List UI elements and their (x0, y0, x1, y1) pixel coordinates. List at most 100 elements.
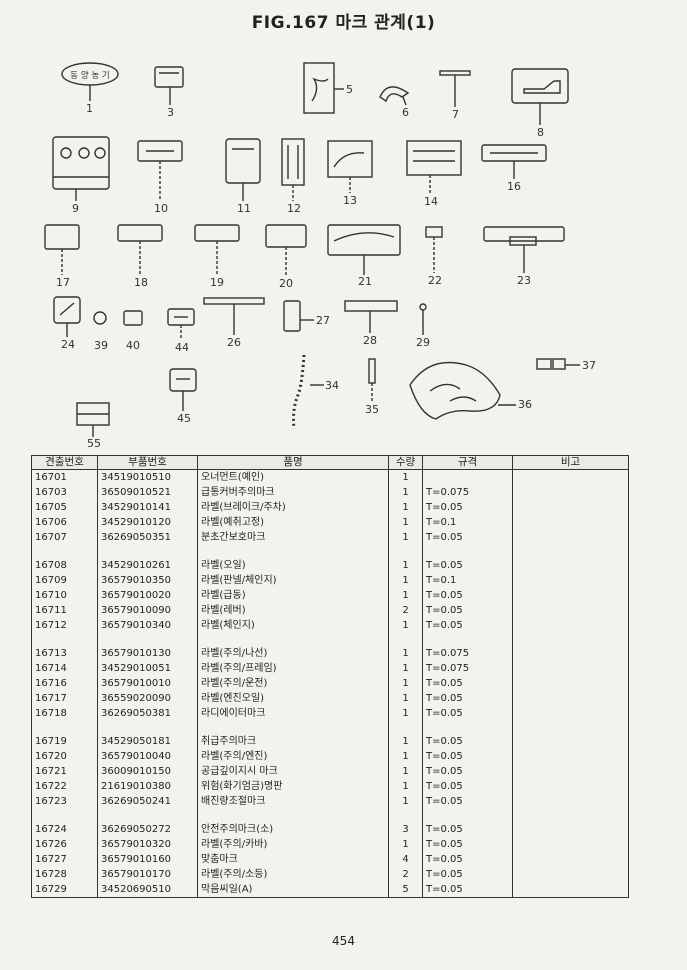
spacer-cell (512, 545, 629, 558)
cell-name: 취급주의마크 (197, 734, 389, 749)
cell-qty: 1 (388, 794, 423, 809)
cell-name: 위험(화기엄금)명판 (197, 779, 389, 794)
cell-part-no: 36579010170 (97, 867, 198, 882)
cell-ref-no: 16714 (31, 661, 98, 676)
cell-remarks (512, 500, 629, 515)
spacer-cell (422, 633, 513, 646)
cell-part-no: 36509010521 (97, 485, 198, 500)
spacer-cell (422, 545, 513, 558)
cell-name: 라벨(급동) (197, 588, 389, 603)
cell-qty: 1 (388, 779, 423, 794)
header-spec: 규격 (422, 455, 513, 470)
cell-qty: 1 (388, 764, 423, 779)
callout-19: 19 (210, 276, 224, 289)
cell-spec: T=0.05 (422, 558, 513, 573)
cell-ref-no: 16717 (31, 691, 98, 706)
cell-spec: T=0.1 (422, 573, 513, 588)
cell-name: 맞춤마크 (197, 852, 389, 867)
cell-part-no: 36579010340 (97, 618, 198, 633)
cell-name: 라벨(레버) (197, 603, 389, 618)
cell-spec: T=0.05 (422, 603, 513, 618)
group-spacer-row (31, 545, 629, 558)
cell-qty: 1 (388, 734, 423, 749)
cell-ref-no: 16724 (31, 822, 98, 837)
spacer-cell (197, 633, 389, 646)
cell-spec: T=0.05 (422, 764, 513, 779)
spacer-cell (197, 545, 389, 558)
cell-remarks (512, 573, 629, 588)
spacer-cell (422, 809, 513, 822)
cell-qty: 1 (388, 661, 423, 676)
cell-spec: T=0.05 (422, 822, 513, 837)
cell-spec: T=0.05 (422, 867, 513, 882)
cell-ref-no: 16713 (31, 646, 98, 661)
cell-qty: 5 (388, 882, 423, 898)
cell-remarks (512, 646, 629, 661)
cell-remarks (512, 588, 629, 603)
cell-part-no: 36269050351 (97, 530, 198, 545)
cell-remarks (512, 734, 629, 749)
cell-qty: 1 (388, 676, 423, 691)
callout-13: 13 (343, 194, 357, 207)
callout-8: 8 (537, 126, 544, 139)
cell-ref-no: 16723 (31, 794, 98, 809)
spacer-cell (31, 633, 98, 646)
cell-name: 라벨(주의/나선) (197, 646, 389, 661)
cell-name: 라벨(주의/소등) (197, 867, 389, 882)
cell-qty: 1 (388, 618, 423, 633)
callout-36: 36 (518, 398, 532, 411)
cell-ref-no: 16712 (31, 618, 98, 633)
cell-remarks (512, 706, 629, 721)
cell-spec: T=0.05 (422, 618, 513, 633)
cell-qty: 1 (388, 706, 423, 721)
spacer-cell (97, 721, 198, 734)
cell-ref-no: 16708 (31, 558, 98, 573)
callout-10: 10 (154, 202, 168, 215)
cell-name: 라벨(판넬/체인지) (197, 573, 389, 588)
cell-qty: 3 (388, 822, 423, 837)
spacer-cell (512, 633, 629, 646)
cell-part-no: 36269050241 (97, 794, 198, 809)
cell-ref-no: 16711 (31, 603, 98, 618)
cell-spec: T=0.075 (422, 485, 513, 500)
spacer-cell (97, 545, 198, 558)
cell-part-no: 36269050272 (97, 822, 198, 837)
cell-remarks (512, 822, 629, 837)
spacer-cell (97, 633, 198, 646)
cell-part-no: 34529050181 (97, 734, 198, 749)
cell-part-no: 34520690510 (97, 882, 198, 898)
callout-9: 9 (72, 202, 79, 215)
cell-part-no: 36579010020 (97, 588, 198, 603)
cell-part-no: 36579010320 (97, 837, 198, 852)
spacer-cell (388, 721, 423, 734)
cell-spec: T=0.05 (422, 676, 513, 691)
callout-17: 17 (56, 276, 70, 289)
callout-6: 6 (402, 106, 409, 119)
cell-ref-no: 16709 (31, 573, 98, 588)
cell-name: 라벨(주의/프레임) (197, 661, 389, 676)
part1-label: 동 양 농 기 (70, 70, 109, 81)
cell-name: 라벨(주의/카바) (197, 837, 389, 852)
spacer-cell (388, 633, 423, 646)
page-title: FIG.167 마크 관계(1) (251, 13, 436, 33)
cell-ref-no: 16718 (31, 706, 98, 721)
callout-55: 55 (87, 437, 101, 450)
callout-27: 27 (316, 314, 330, 327)
cell-remarks (512, 485, 629, 500)
callout-24: 24 (61, 338, 75, 351)
callout-7: 7 (452, 108, 459, 121)
cell-part-no: 21619010380 (97, 779, 198, 794)
cell-qty: 1 (388, 573, 423, 588)
cell-spec: T=0.05 (422, 749, 513, 764)
